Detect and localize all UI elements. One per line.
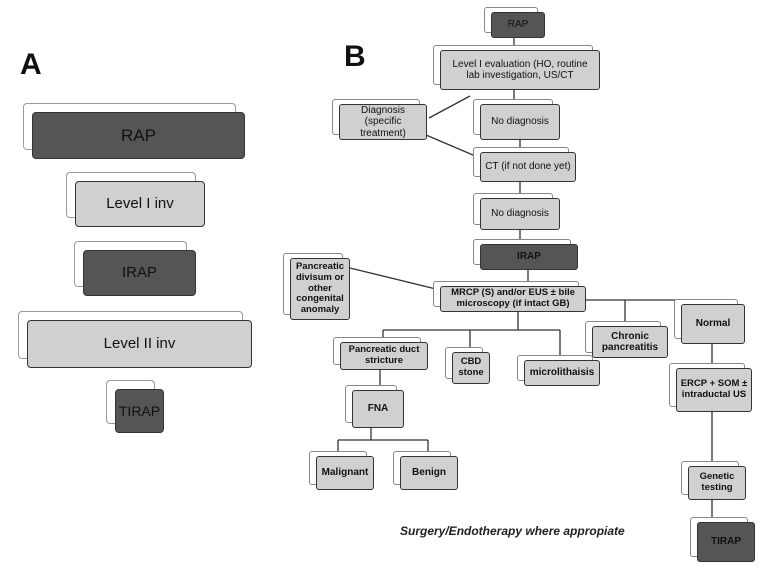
node-irap: IRAP: [480, 244, 578, 270]
node-tirap: TIRAP: [697, 522, 755, 562]
a-step-rap: RAP: [32, 112, 245, 159]
a-step-level1: Level I inv: [75, 181, 205, 227]
node-benign: Benign: [400, 456, 458, 490]
node-no-diagnosis-1: No diagnosis: [480, 104, 560, 140]
a-step-irap: IRAP: [83, 250, 196, 296]
node-chronic-pancreatitis: Chronic pancreatitis: [592, 326, 668, 358]
node-microlithiasis: microlithaisis: [524, 360, 600, 386]
node-ercp: ERCP + SOM ± intraductal US: [676, 368, 752, 412]
a-step-level2: Level II inv: [27, 320, 252, 368]
node-cbd-stone: CBD stone: [452, 352, 490, 384]
node-no-diagnosis-2: No diagnosis: [480, 198, 560, 230]
node-level1-evaluation: Level I evaluation (HO, routine lab inve…: [440, 50, 600, 90]
node-normal: Normal: [681, 304, 745, 344]
node-pancreatic-divisum: Pancreatic divisum or other congenital a…: [290, 258, 350, 320]
panel-a-label: A: [20, 48, 42, 81]
node-pancreatic-duct-stricture: Pancreatic duct stricture: [340, 342, 428, 370]
panel-b-label: B: [344, 40, 366, 73]
node-mrcp: MRCP (S) and/or EUS ± bile microscopy (i…: [440, 286, 586, 312]
caption-surgery-endotherapy: Surgery/Endotherapy where appropiate: [400, 524, 625, 538]
node-genetic-testing: Genetic testing: [688, 466, 746, 500]
node-ct: CT (if not done yet): [480, 152, 576, 182]
node-diagnosis: Diagnosis (specific treatment): [339, 104, 427, 140]
a-step-tirap: TIRAP: [115, 389, 164, 433]
node-rap: RAP: [491, 12, 545, 38]
node-malignant: Malignant: [316, 456, 374, 490]
node-fna: FNA: [352, 390, 404, 428]
